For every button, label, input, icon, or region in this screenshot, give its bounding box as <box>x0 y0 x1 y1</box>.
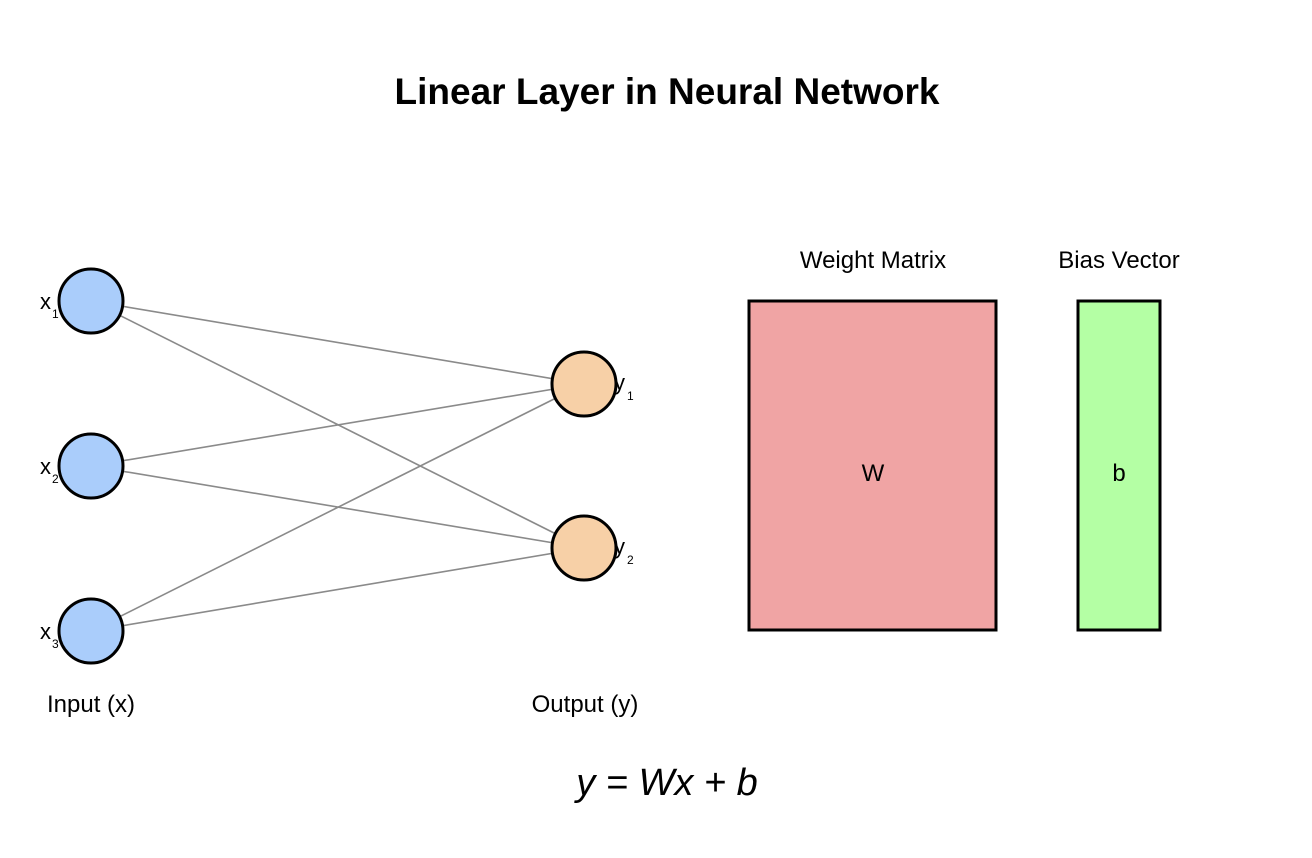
input-node-label: x <box>40 619 51 644</box>
weight-matrix-box <box>747 299 998 632</box>
connection-edges <box>90 300 585 632</box>
input-node-subscript: 3 <box>52 637 59 651</box>
output-node-circle <box>550 350 618 418</box>
input-node-circle <box>57 432 125 500</box>
input-layer-label: Input (x) <box>47 691 135 718</box>
connection-edge <box>90 383 585 632</box>
output-node-y1: y 1 <box>550 350 634 418</box>
output-node-label: y <box>614 534 625 559</box>
output-node-circle <box>550 514 618 582</box>
connection-edge <box>90 383 585 467</box>
connection-edge <box>90 300 585 385</box>
bias-vector-box <box>1076 299 1162 632</box>
input-node-x1: x 1 <box>40 267 125 335</box>
weight-matrix-symbol: W <box>862 460 885 487</box>
input-node-x3: x 3 <box>40 597 125 665</box>
bias-vector-symbol: b <box>1112 460 1125 487</box>
input-node-label: x <box>40 289 51 314</box>
output-node-subscript: 1 <box>627 389 634 403</box>
input-node-subscript: 1 <box>52 307 59 321</box>
output-node-y2: y 2 <box>550 514 634 582</box>
input-node-label: x <box>40 454 51 479</box>
output-node-label: y <box>614 370 625 395</box>
output-layer-label: Output (y) <box>532 691 639 718</box>
input-node-circle <box>57 597 125 665</box>
input-node-circle <box>57 267 125 335</box>
connection-edge <box>90 547 585 632</box>
bias-vector-heading: Bias Vector <box>1058 247 1179 274</box>
input-node-x2: x 2 <box>40 432 125 500</box>
diagram-title: Linear Layer in Neural Network <box>395 71 940 112</box>
weight-matrix-heading: Weight Matrix <box>800 247 946 274</box>
formula: y = Wx + b <box>573 762 758 804</box>
input-node-subscript: 2 <box>52 472 59 486</box>
output-node-subscript: 2 <box>627 553 634 567</box>
